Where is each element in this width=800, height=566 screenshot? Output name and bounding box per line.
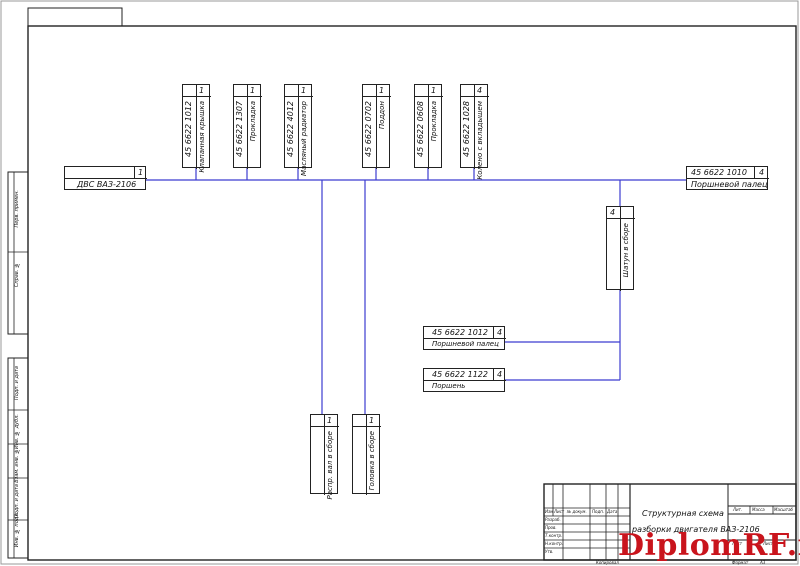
side-stamp-5: Справ. № <box>14 262 20 288</box>
node-oil-cooler-name: Масляный радиатор <box>300 101 308 176</box>
node-piston-qty: 4 <box>497 370 503 379</box>
node-piston-pin: 45 6622 1012 4 Поршневой палец <box>423 326 506 350</box>
node-gasket-2-qty: 1 <box>431 86 437 95</box>
node-gasket-2-name: Прокладка <box>430 101 438 142</box>
title-block-col-4: Дата <box>607 509 618 514</box>
title-block-row-1: Пров. <box>545 525 557 530</box>
node-crank-liner: 4 45 6622 1028 Колено с вкладышем <box>460 84 489 180</box>
node-gasket-2-code: 45 6622 0608 <box>416 101 425 157</box>
node-crank-liner-name: Колено с вкладышем <box>476 101 484 180</box>
node-oil-cooler-qty: 1 <box>301 86 307 95</box>
node-piston-pin-top-code: 45 6622 1010 <box>691 168 747 177</box>
node-piston-code: 45 6622 1122 <box>432 370 488 379</box>
title-block-col-1: Лист <box>554 509 565 514</box>
node-oil-pan-name: Поддон <box>378 101 386 130</box>
node-piston-name: Поршень <box>432 382 466 390</box>
node-valve-cover-code: 45 6622 1012 <box>184 101 193 157</box>
format-label: Формат <box>732 560 749 565</box>
node-oil-cooler-code: 45 6622 4012 <box>286 101 295 157</box>
node-valve-cover-name: Клапанная крышка <box>198 101 206 173</box>
node-cylinder-head: 1 Головка в сборе <box>352 414 381 495</box>
node-piston-pin-top: 45 6622 1010 4 Поршневой палец <box>686 166 769 190</box>
node-gasket-1-name: Прокладка <box>249 101 257 142</box>
node-piston-pin-top-name: Поршневой палец <box>691 180 768 189</box>
title-block-sheets: Листов <box>763 541 778 546</box>
node-piston-pin-code: 45 6622 1012 <box>432 328 488 337</box>
node-valve-cover-qty: 1 <box>199 86 205 95</box>
node-connecting-rod: 4 Шатун в сборе <box>606 206 635 291</box>
title-block-col-3: Подп. <box>592 509 605 514</box>
node-crank-liner-qty: 4 <box>477 86 483 95</box>
title-block-row-0: Разраб. <box>545 517 561 522</box>
title-block-col-0: Изм <box>545 509 554 514</box>
side-stamp-3: Инв. № дубл. <box>14 414 20 450</box>
node-cylinder-head-qty: 1 <box>369 416 375 425</box>
title-block-lit: Лит. <box>733 507 743 512</box>
side-stamp-2: Взам. инв. № <box>14 448 20 483</box>
node-connecting-rod-name: Шатун в сборе <box>622 223 630 278</box>
node-piston: 45 6622 1122 4 Поршень <box>423 368 506 392</box>
title-block-mass: Масса <box>752 507 765 512</box>
node-piston-pin-name: Поршневой палец <box>432 340 499 348</box>
node-oil-cooler: 1 45 6622 4012 Масляный радиатор <box>284 84 313 176</box>
side-stamp-1: Подп. и дата <box>14 484 20 519</box>
node-oil-pan-code: 45 6622 0702 <box>364 101 373 157</box>
title-block-col-2: № докум. <box>567 509 587 514</box>
node-engine: 1 ДВС ВАЗ-2106 <box>64 166 147 190</box>
watermark-part2: RF.ru <box>742 528 800 563</box>
site-watermark-logo: DiplomRF.ru <box>618 528 800 563</box>
node-gasket-1: 1 45 6622 1307 Прокладка <box>233 84 262 169</box>
node-camshaft: 1 Распр. вал в сборе <box>310 414 339 500</box>
node-gasket-1-qty: 1 <box>250 86 256 95</box>
copied-label: Копировал <box>596 560 619 565</box>
node-oil-pan: 1 45 6622 0702 Поддон <box>362 84 391 169</box>
node-gasket-2: 1 45 6622 0608 Прокладка <box>414 84 443 169</box>
format-value: А3 <box>760 560 766 565</box>
title-block-row-5: Утв. <box>545 549 554 554</box>
node-camshaft-qty: 1 <box>327 416 333 425</box>
node-camshaft-name: Распр. вал в сборе <box>326 431 334 500</box>
node-connecting-rod-qty: 4 <box>610 208 616 217</box>
node-valve-cover: 1 45 6622 1012 Клапанная крышка <box>182 84 211 173</box>
title-block-row-2: Т.контр. <box>545 533 563 538</box>
title-block-row-4: Н.контр. <box>545 541 563 546</box>
node-piston-pin-qty: 4 <box>497 328 503 337</box>
drawing-title-line1: Структурная схема <box>642 509 724 518</box>
title-block-sheet: Лист <box>732 541 743 546</box>
title-block-scale: Масштаб <box>774 507 794 512</box>
node-engine-qty: 1 <box>138 168 144 177</box>
node-oil-pan-qty: 1 <box>379 86 385 95</box>
node-gasket-1-code: 45 6622 1307 <box>235 101 244 157</box>
drawing-title-line2: разборки двигателя ВАЗ-2106 <box>632 525 760 534</box>
watermark-part1: Diplom <box>618 528 743 563</box>
side-stamp-6: Перв. примен. <box>14 190 20 228</box>
side-stamp-4: Подп. и дата <box>14 366 20 401</box>
node-cylinder-head-name: Головка в сборе <box>368 431 376 491</box>
node-crank-liner-code: 45 6622 1028 <box>462 101 471 157</box>
node-engine-name: ДВС ВАЗ-2106 <box>77 180 137 189</box>
node-piston-pin-top-qty: 4 <box>759 168 765 177</box>
